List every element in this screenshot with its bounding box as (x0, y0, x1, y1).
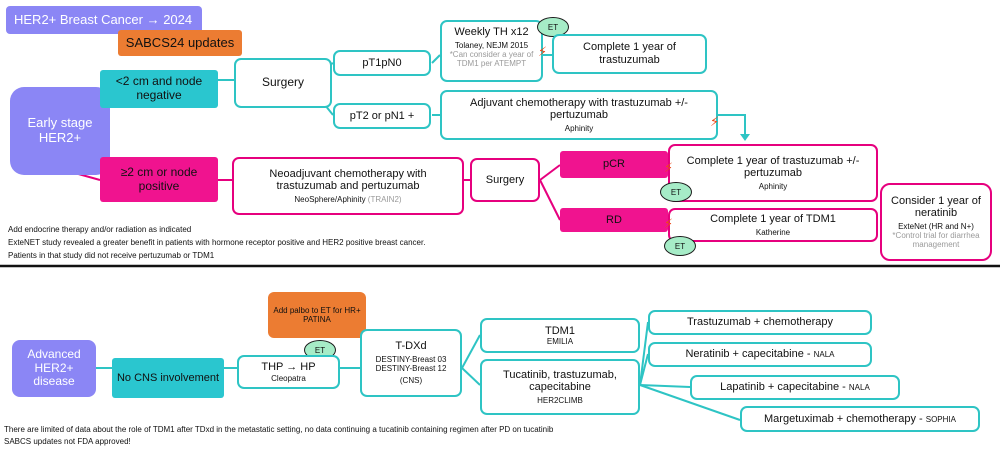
neoadjuvant-box: Neoadjuvant chemotherapy with trastuzuma… (232, 157, 464, 215)
early-footnote: ExteNET study revealed a greater benefit… (8, 238, 426, 247)
large-tumor-node-positive: ≥2 cm or node positive (100, 157, 218, 202)
option-neratinib: Neratinib + capecitabine - NALA (648, 342, 872, 367)
option-lapatinib: Lapatinib + capecitabine - NALA (690, 375, 900, 400)
palbo-box: Add palbo to ET for HR+ PATINA (268, 292, 366, 338)
lightning-icon: ⚡ (710, 114, 720, 129)
et-badge-weekly: ET (537, 17, 569, 37)
early-footnote: Patients in that study did not receive p… (8, 251, 215, 260)
surgery-box-top: Surgery (234, 58, 332, 108)
pt2pn1-box: pT2 or pN1 + (333, 103, 431, 129)
header-title: HER2+ Breast Cancer → 2024 (6, 6, 202, 34)
pt1pn0-box: pT1pN0 (333, 50, 431, 76)
adjuvant-box: Adjuvant chemotherapy with trastuzumab +… (440, 90, 718, 140)
advanced-footnote: There are limited of data about the role… (4, 425, 554, 434)
neratinib-box: Consider 1 year of neratinib ExteNet (HR… (880, 183, 992, 261)
early-stage-label: Early stage HER2+ (10, 87, 110, 175)
small-tumor-node-negative: <2 cm and node negative (100, 70, 218, 108)
tucatinib-box: Tucatinib, trastuzumab, capecitabine HER… (480, 359, 640, 415)
weekly-th-box: Weekly TH x12 Tolaney, NEJM 2015 *Can co… (440, 20, 543, 82)
advanced-stage-label: Advanced HER2+ disease (12, 340, 96, 397)
tdxd-box: T-DXd DESTINY-Breast 03 DESTINY-Breast 1… (360, 329, 462, 397)
rd-box: RD (560, 208, 668, 232)
option-margetuximab: Margetuximab + chemotherapy - SOPHIA (740, 406, 980, 432)
complete-tdm1-box: Complete 1 year of TDM1 Katherine (668, 208, 878, 242)
et-badge-pcr: ET (660, 182, 692, 202)
sabcs24-badge: SABCS24 updates (118, 30, 242, 56)
advanced-footnote: SABCS updates not FDA approved! (4, 437, 131, 446)
option-trastuzumab-chemo: Trastuzumab + chemotherapy (648, 310, 872, 335)
pcr-box: pCR (560, 151, 668, 178)
thp-box: THP → HP Cleopatra (237, 355, 340, 389)
complete-trastuzumab-pertuzumab-box: Complete 1 year of trastuzumab +/- pertu… (668, 144, 878, 202)
no-cns-box: No CNS involvement (112, 358, 224, 398)
lightning-icon: ⚡ (664, 160, 674, 175)
early-footnote: Add endocrine therapy and/or radiation a… (8, 225, 192, 234)
surgery-box-mid: Surgery (470, 158, 540, 202)
et-badge-rd: ET (664, 236, 696, 256)
tdm1-box: TDM1 EMILIA (480, 318, 640, 353)
lightning-icon: ⚡ (664, 216, 674, 231)
lightning-icon: ⚡ (538, 44, 548, 59)
complete-trastuzumab-box: Complete 1 year of trastuzumab (552, 34, 707, 74)
